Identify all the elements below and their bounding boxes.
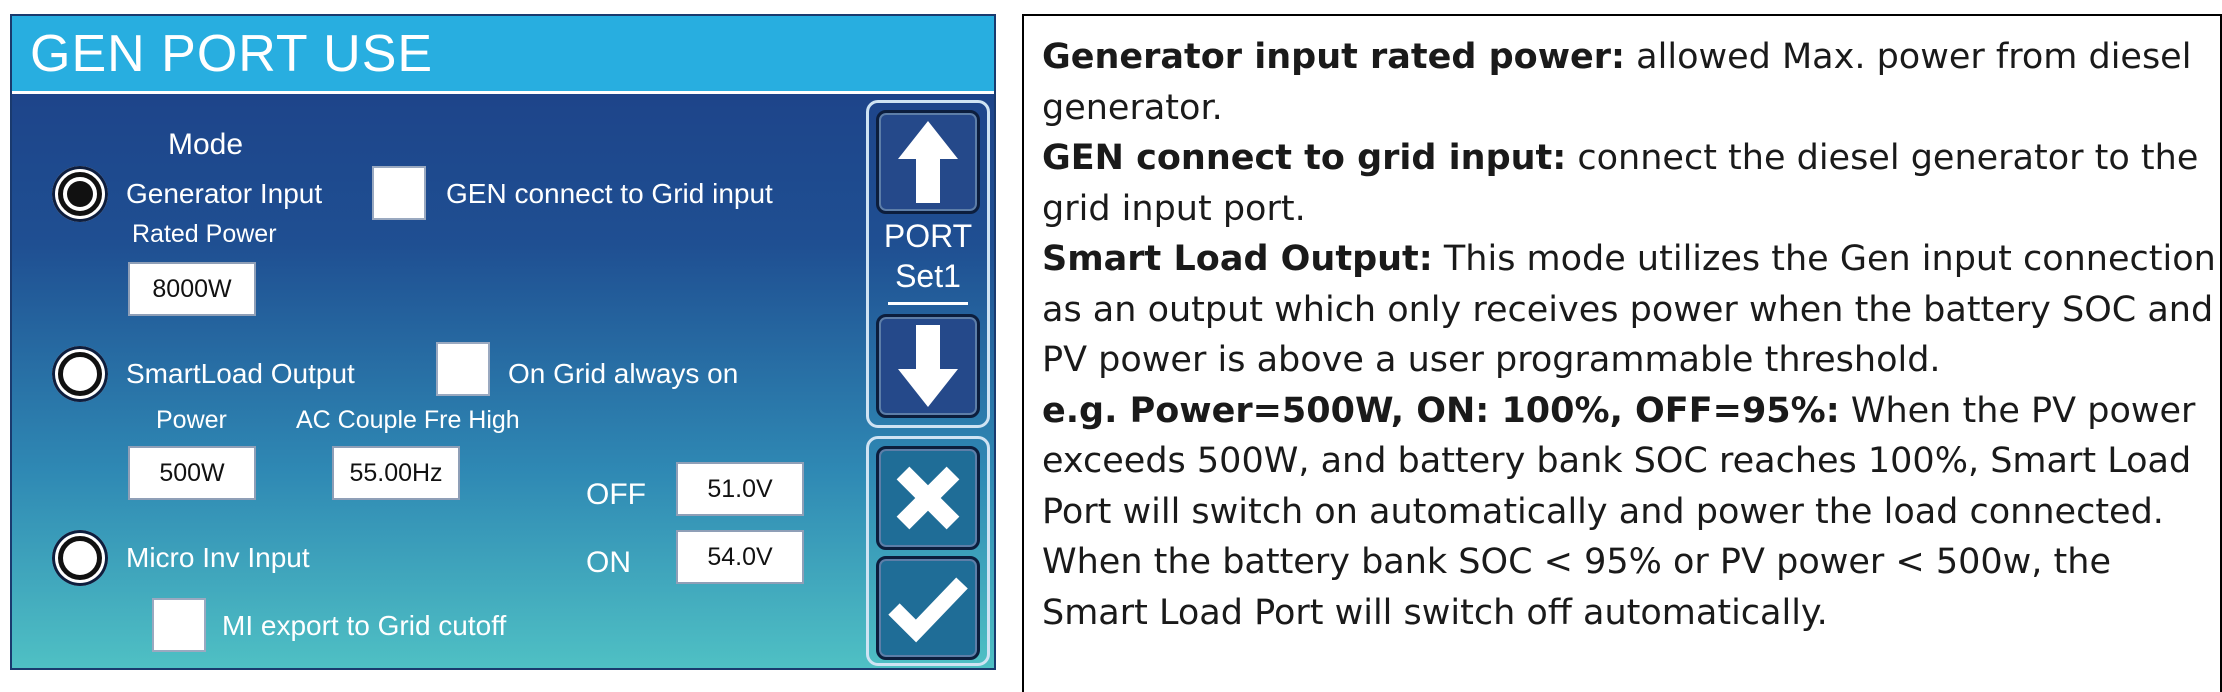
- micro-inv-input-radio[interactable]: [52, 530, 108, 586]
- desc-text: When the battery bank SOC < 95% or PV po…: [1042, 542, 2111, 633]
- desc-text: allowed Max. power from diesel generator…: [1042, 37, 2192, 128]
- generator-input-radio[interactable]: [52, 166, 108, 222]
- check-icon: [888, 577, 968, 643]
- ac-couple-fre-high-label: AC Couple Fre High: [296, 406, 520, 434]
- port-down-button[interactable]: [876, 314, 980, 418]
- rated-power-label: Rated Power: [132, 220, 277, 248]
- rated-power-input[interactable]: 8000W: [128, 262, 256, 316]
- smartload-output-radio[interactable]: [52, 346, 108, 402]
- off-label: OFF: [586, 478, 646, 511]
- smartload-power-input[interactable]: 500W: [128, 446, 256, 500]
- radio-ring: [58, 172, 102, 216]
- power-label: Power: [156, 406, 227, 434]
- generator-input-label: Generator Input: [126, 178, 323, 209]
- arrow-down-icon: [898, 325, 958, 407]
- on-voltage-input[interactable]: 54.0V: [676, 530, 804, 584]
- desc-term: e.g. Power=500W, ON: 100%, OFF=95%:: [1042, 390, 1840, 431]
- off-voltage-input[interactable]: 51.0V: [676, 462, 804, 516]
- desc-switch-off: When the battery bank SOC < 95% or PV po…: [1042, 537, 2220, 638]
- desc-term: Generator input rated power:: [1042, 37, 1626, 77]
- desc-term: Smart Load Output:: [1042, 239, 1433, 279]
- arrow-up-icon: [898, 121, 958, 203]
- radio-ring: [58, 352, 102, 396]
- desc-smart-load-output: Smart Load Output: This mode utilizes th…: [1042, 234, 2220, 386]
- gen-port-use-screen: GEN PORT USE Mode Generator Input GEN co…: [10, 14, 996, 670]
- port-label: PORT: [883, 218, 973, 254]
- ac-couple-fre-high-input[interactable]: 55.00Hz: [332, 446, 460, 500]
- desc-gen-connect-grid: GEN connect to grid input: connect the d…: [1042, 133, 2220, 234]
- description-box: Generator input rated power: allowed Max…: [1022, 14, 2222, 692]
- radio-selected-dot: [67, 181, 93, 207]
- port-nav-panel: [866, 100, 990, 428]
- desc-term: GEN connect to grid input:: [1042, 138, 1567, 178]
- port-set-underline: [888, 302, 968, 305]
- desc-text: When the PV power exceeds 500W, and batt…: [1042, 390, 2196, 532]
- gen-connect-grid-label: GEN connect to Grid input: [446, 178, 773, 209]
- mi-export-grid-cutoff-checkbox[interactable]: [152, 598, 206, 652]
- cancel-button[interactable]: [876, 446, 980, 550]
- on-grid-always-on-checkbox[interactable]: [436, 342, 490, 396]
- page-title: GEN PORT USE: [30, 25, 434, 83]
- mode-label: Mode: [168, 128, 244, 161]
- on-grid-always-on-label: On Grid always on: [508, 358, 739, 389]
- smartload-output-label: SmartLoad Output: [126, 358, 355, 389]
- port-set-label: Set1: [895, 258, 961, 294]
- desc-text: This mode utilizes the Gen input connect…: [1042, 239, 2216, 380]
- title-bar: GEN PORT USE: [12, 16, 994, 94]
- action-panel: [866, 436, 990, 666]
- desc-text: connect the diesel generator to the grid…: [1042, 138, 2199, 229]
- micro-inv-input-label: Micro Inv Input: [126, 542, 310, 573]
- radio-ring: [58, 536, 102, 580]
- x-icon: [896, 466, 960, 530]
- on-label: ON: [586, 546, 631, 579]
- desc-generator-rated-power: Generator input rated power: allowed Max…: [1042, 32, 2220, 133]
- mi-export-grid-cutoff-label: MI export to Grid cutoff: [222, 610, 507, 641]
- port-up-button[interactable]: [876, 110, 980, 214]
- desc-example: e.g. Power=500W, ON: 100%, OFF=95%: When…: [1042, 386, 2220, 538]
- confirm-button[interactable]: [876, 556, 980, 660]
- gen-connect-grid-checkbox[interactable]: [372, 166, 426, 220]
